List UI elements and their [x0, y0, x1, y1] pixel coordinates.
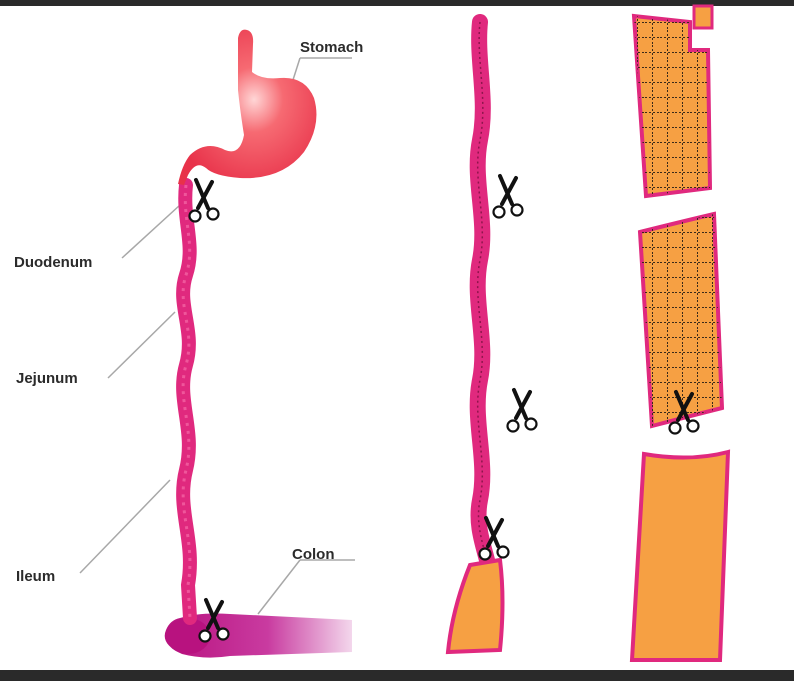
scissors-icon	[494, 176, 523, 218]
duodenum-leader-line	[122, 205, 180, 258]
leader-lines	[80, 58, 355, 614]
tissue-segment-top	[634, 16, 710, 196]
ileum-leader-line	[80, 480, 170, 573]
duodenum-label: Duodenum	[14, 254, 92, 271]
ileum-label: Ileum	[16, 568, 55, 585]
stomach-label: Stomach	[300, 39, 363, 56]
opened-segment-middle	[448, 560, 503, 652]
jejunum-leader-line	[108, 312, 175, 378]
colon-label: Colon	[292, 546, 335, 563]
scissors-icon	[190, 180, 219, 222]
tissue-segment-bottom	[632, 452, 728, 660]
jejunum-label: Jejunum	[16, 370, 78, 387]
tissue-fragment	[694, 6, 712, 28]
frame-bottom-edge	[0, 670, 794, 681]
tissue-segment-middle	[640, 214, 722, 426]
scissors-icon	[508, 390, 537, 432]
colon-leader-line-diag	[258, 560, 300, 614]
small-intestine-middle	[478, 22, 490, 575]
stomach-shape	[178, 30, 316, 185]
